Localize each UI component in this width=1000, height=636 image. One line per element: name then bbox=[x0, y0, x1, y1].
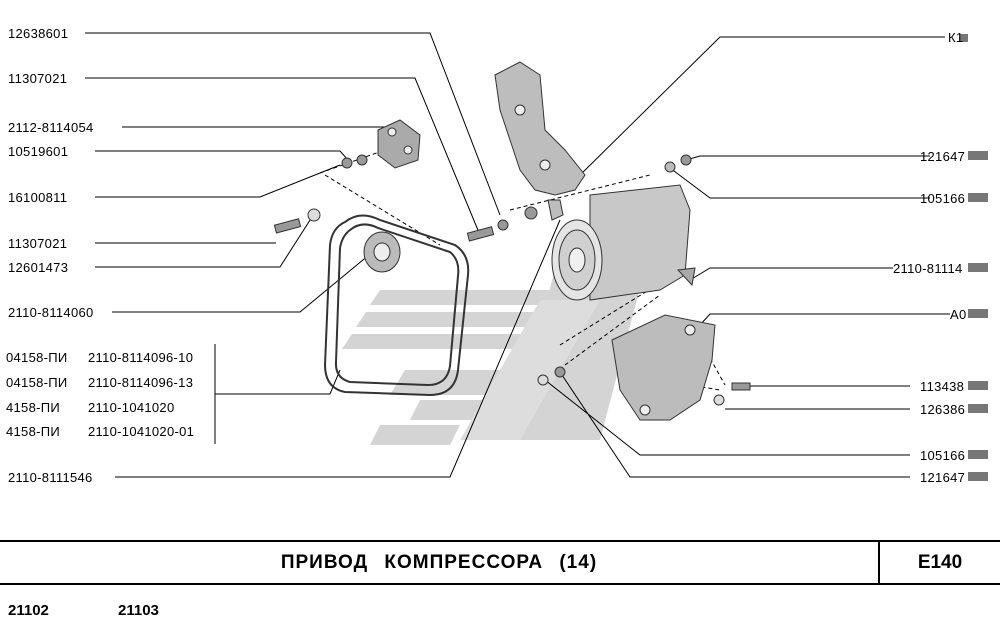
fasteners-left bbox=[273, 154, 538, 242]
belt-option-part: 2110-8114096-10 bbox=[88, 350, 194, 365]
part-number-label: А0 bbox=[950, 307, 967, 322]
part-number-label: 121647 bbox=[920, 470, 966, 485]
compressor-upper-bracket bbox=[494, 61, 586, 221]
part-number-label: 121647 bbox=[920, 149, 966, 164]
belt-option-code: 4158-ПИ bbox=[6, 424, 61, 439]
diagram-code: E140 bbox=[917, 552, 963, 573]
parts-diagram bbox=[85, 32, 988, 481]
part-number-label: 105166 bbox=[920, 191, 966, 206]
belt-option-part: 2110-1041020 bbox=[88, 400, 175, 415]
model-label: 21102 bbox=[8, 602, 49, 619]
belt-option-part: 2110-8114096-13 bbox=[88, 375, 194, 390]
belt-option-part: 2110-1041020-01 bbox=[88, 424, 195, 439]
part-number-label: 113438 bbox=[920, 379, 965, 394]
part-number-label: 12601473 bbox=[8, 260, 69, 275]
part-number-label: К1 bbox=[948, 30, 964, 45]
title-bar: ПРИВОД КОМПРЕССОРА (14) E140 bbox=[0, 540, 1000, 585]
compressor-lower-bracket bbox=[537, 314, 751, 421]
page-title: ПРИВОД КОМПРЕССОРА (14) bbox=[280, 552, 598, 573]
tensioner-pulley bbox=[363, 231, 401, 273]
model-label: 21103 bbox=[118, 602, 159, 619]
part-number-label: 11307021 bbox=[8, 236, 68, 251]
part-number-label: 12638601 bbox=[8, 26, 69, 41]
label-end-markers bbox=[960, 34, 988, 481]
part-number-label: 105166 bbox=[920, 448, 966, 463]
part-number-label: 10519601 bbox=[8, 144, 69, 159]
belt-option-code: 04158-ПИ bbox=[6, 350, 68, 365]
part-number-label: 16100811 bbox=[8, 190, 68, 205]
tensioner-bracket bbox=[377, 119, 421, 169]
part-number-label: 2112-8114054 bbox=[8, 120, 94, 135]
part-number-label: 2110-8111546 bbox=[8, 470, 93, 485]
title-divider bbox=[878, 542, 880, 583]
leader-lines bbox=[85, 32, 950, 478]
part-number-label: 126386 bbox=[920, 402, 966, 417]
drive-belt bbox=[323, 214, 470, 397]
belt-option-code: 04158-ПИ bbox=[6, 375, 68, 390]
ac-compressor bbox=[551, 154, 696, 301]
part-number-label: 11307021 bbox=[8, 71, 68, 86]
belt-options-table: 04158-ПИ 2110-8114096-10 04158-ПИ 2110-8… bbox=[0, 344, 215, 444]
part-number-label: 2110-8114060 bbox=[8, 305, 94, 320]
belt-option-code: 4158-ПИ bbox=[6, 400, 61, 415]
part-number-label: 2110-81114 bbox=[893, 261, 963, 276]
